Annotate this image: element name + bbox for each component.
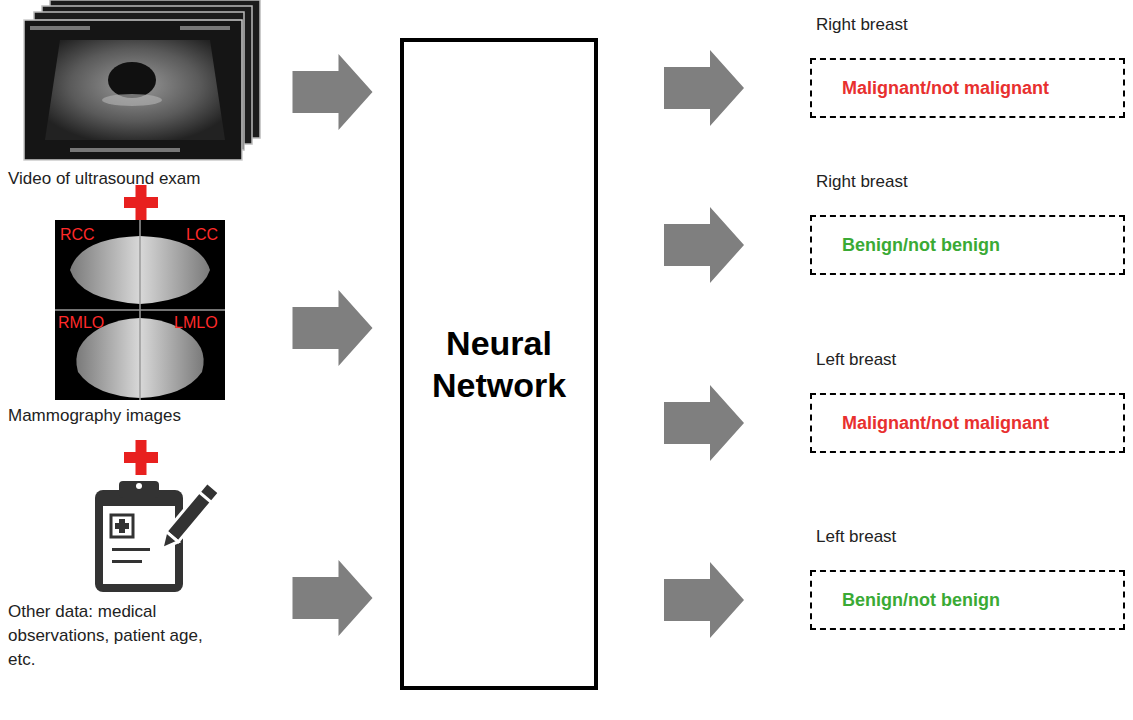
mammography-image xyxy=(55,220,225,400)
input-caption: Other data: medical observations, patien… xyxy=(8,600,223,672)
view-label: LCC xyxy=(186,226,218,244)
ultrasound-video-icon xyxy=(24,0,260,160)
block-arrow xyxy=(664,50,744,126)
output-label: Malignant/not malignant xyxy=(842,77,1049,99)
block-arrow xyxy=(664,385,744,461)
input-group: Other data: medical observations, patien… xyxy=(0,478,265,672)
input-group: RCC LCC RMLO LMLO Mammography images xyxy=(0,218,265,448)
output-box: Right breastMalignant/not malignant xyxy=(810,15,1125,118)
output-box: Left breastBenign/not benign xyxy=(810,527,1125,630)
block-arrow xyxy=(293,290,373,366)
dashed-box: Malignant/not malignant xyxy=(810,58,1125,118)
block-arrow xyxy=(293,54,373,130)
block-arrow xyxy=(293,560,373,636)
input-caption: Mammography images xyxy=(8,405,265,427)
breast-heading: Right breast xyxy=(816,15,1125,35)
block-arrow xyxy=(664,207,744,283)
block-arrow xyxy=(664,562,744,638)
output-box: Right breastBenign/not benign xyxy=(810,172,1125,275)
breast-heading: Right breast xyxy=(816,172,1125,192)
breast-heading: Left breast xyxy=(816,527,1125,547)
output-label: Malignant/not malignant xyxy=(842,412,1049,434)
plus-sign xyxy=(124,440,158,475)
input-caption: Video of ultrasound exam xyxy=(8,168,265,190)
process-box: Neural Network xyxy=(400,38,598,690)
view-label: RCC xyxy=(60,226,95,244)
breast-heading: Left breast xyxy=(816,350,1125,370)
dashed-box: Malignant/not malignant xyxy=(810,393,1125,453)
network-label: Neural Network xyxy=(414,322,584,406)
dashed-box: Benign/not benign xyxy=(810,215,1125,275)
output-label: Benign/not benign xyxy=(842,234,1000,256)
plus-sign xyxy=(124,185,158,220)
view-label: RMLO xyxy=(58,314,104,332)
clipboard-icon xyxy=(95,481,219,592)
input-group: Video of ultrasound exam xyxy=(0,0,265,190)
output-label: Benign/not benign xyxy=(842,589,1000,611)
output-box: Left breastMalignant/not malignant xyxy=(810,350,1125,453)
dashed-box: Benign/not benign xyxy=(810,570,1125,630)
view-label: LMLO xyxy=(174,314,218,332)
